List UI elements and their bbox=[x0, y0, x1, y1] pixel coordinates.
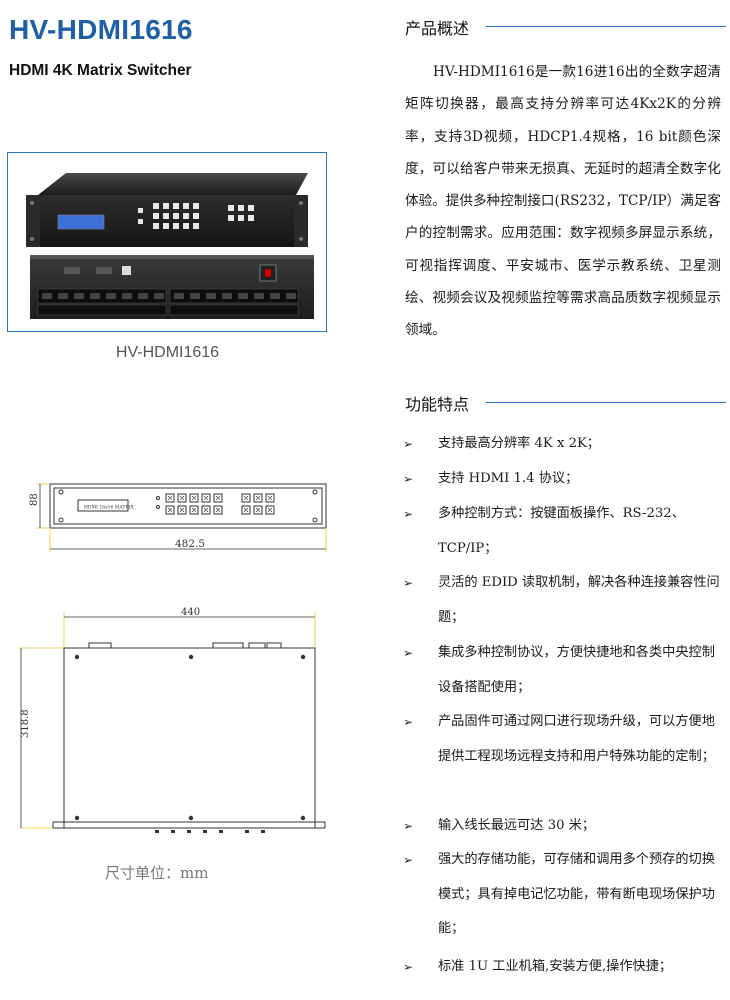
top-view-drawing: 440 318.8 bbox=[19, 607, 326, 833]
overview-divider bbox=[486, 26, 726, 27]
product-subtitle: HDMI 4K Matrix Switcher bbox=[9, 62, 192, 79]
features-divider bbox=[486, 402, 726, 403]
feature-item: ➢支持最高分辨率 4K x 2K； bbox=[403, 427, 725, 462]
bullet-arrow-icon: ➢ bbox=[403, 507, 414, 521]
features-heading: 功能特点 bbox=[405, 395, 470, 414]
bullet-arrow-icon: ➢ bbox=[403, 576, 414, 590]
top-width-dim: 440 bbox=[181, 607, 200, 618]
feature-item: ➢灵活的 EDID 读取机制，解决各种连接兼容性问题； bbox=[403, 566, 725, 635]
overview-paragraph: HV-HDMI1616是一款16进16出的全数字超清矩阵切换器，最高支持分辨率可… bbox=[405, 64, 722, 339]
front-view-drawing: HDMI 16x16 MATRIX 88 482.5 bbox=[29, 483, 327, 552]
bullet-arrow-icon: ➢ bbox=[403, 472, 414, 486]
photo-caption: HV-HDMI1616 bbox=[115, 344, 220, 361]
front-height-dim: 88 bbox=[29, 493, 40, 506]
bullet-arrow-icon: ➢ bbox=[403, 437, 414, 451]
front-panel-label: HDMI 16x16 MATRIX bbox=[84, 505, 135, 511]
feature-item: ➢多种控制方式：按键面板操作、RS-232、TCP/IP； bbox=[403, 497, 725, 566]
feature-item: ➢集成多种控制协议，方便快捷地和各类中央控制设备搭配使用； bbox=[403, 636, 725, 705]
bullet-arrow-icon: ➢ bbox=[403, 960, 414, 974]
bullet-arrow-icon: ➢ bbox=[403, 715, 414, 729]
matrix-device-illustration bbox=[26, 173, 314, 319]
bullet-arrow-icon: ➢ bbox=[403, 819, 414, 833]
product-title: HV-HDMI1616 bbox=[9, 14, 193, 45]
feature-item: ➢标准 1U 工业机箱,安装方便,操作快捷； bbox=[403, 950, 725, 985]
top-depth-dim: 318.8 bbox=[20, 709, 31, 738]
product-photo bbox=[7, 152, 327, 332]
feature-item: ➢产品固件可通过网口进行现场升级，可以方便地提供工程现场远程支持和用户特殊功能的… bbox=[403, 705, 725, 774]
overview-heading: 产品概述 bbox=[405, 19, 470, 38]
feature-item: ➢输入线长最远可达 30 米； bbox=[403, 809, 725, 844]
bullet-arrow-icon: ➢ bbox=[403, 646, 414, 660]
overview-text: HV-HDMI1616是一款16进16出的全数字超清矩阵切换器，最高支持分辨率可… bbox=[405, 56, 721, 347]
front-width-dim: 482.5 bbox=[175, 538, 205, 550]
feature-item: ➢强大的存储功能，可存储和调用多个预存的切换模式；具有掉电记忆功能，带有断电现场… bbox=[403, 843, 725, 947]
unit-label: 尺寸单位：mm bbox=[105, 864, 209, 882]
feature-item: ➢支持 HDMI 1.4 协议； bbox=[403, 462, 725, 497]
bullet-arrow-icon: ➢ bbox=[403, 853, 414, 867]
